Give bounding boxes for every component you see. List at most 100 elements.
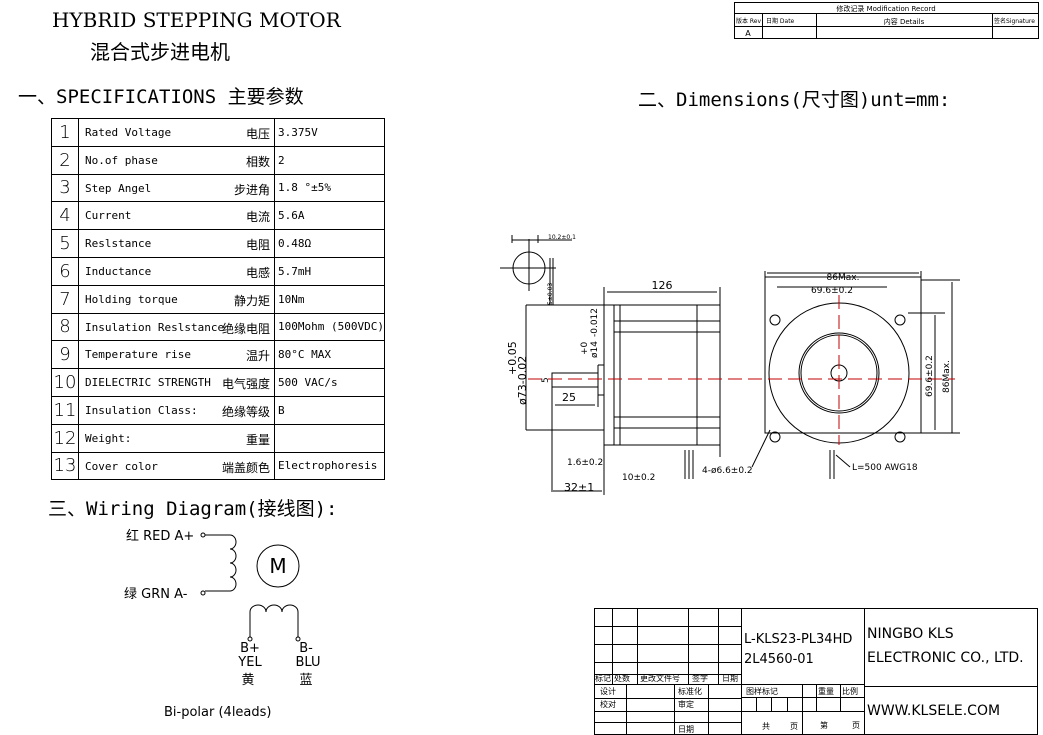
website: WWW.KLSELE.COM [867, 703, 1000, 719]
dim-hole-pitch: 69.6±0.2 [811, 286, 853, 296]
spec-label-en: DIELECTRIC STRENGTH [85, 376, 211, 390]
spec-value: 5.7mH [274, 256, 385, 286]
spec-label-cn: 绝缘等级 [221, 404, 270, 419]
spec-label-cn: 电压 [245, 127, 270, 141]
col-signature: 签名Signature [994, 17, 1035, 25]
col-date: 日期 Date [766, 17, 795, 25]
tb-check: 校对 [600, 699, 616, 709]
spec-label-cn: 端盖颜色 [221, 460, 270, 475]
lead-bplus: B+ [240, 641, 260, 656]
spec-number: 9 [51, 340, 79, 370]
spec-value: 1.8 °±5% [274, 173, 385, 203]
spec-label-en: Step Angel [85, 181, 152, 195]
tb-std: 标准化 [678, 686, 702, 696]
spec-number: 11 [51, 395, 79, 425]
col-details: 内容 Details [884, 17, 925, 26]
tb-weight: 重量 [818, 686, 834, 696]
dim-lead: L=500 AWG18 [852, 463, 918, 473]
spec-label-en: Cover color [85, 459, 158, 473]
spec-value: B [274, 395, 385, 425]
coil-b [249, 604, 299, 637]
title-block: 标记 处数 更改文件号 签字 日期 设计 标准化 校对 审定 日期 图样标记 重… [594, 608, 1038, 735]
company-name-2: ELECTRONIC CO., LTD. [867, 650, 1024, 666]
spec-value: 5.6A [274, 201, 385, 231]
modification-record: 修改记录 Modification Record 版本 Rev 日期 Date … [734, 2, 1039, 39]
part-number: L-KLS23-PL34HD [744, 632, 852, 647]
front-flange [764, 276, 922, 434]
tb-design: 设计 [600, 686, 616, 696]
dim-shaft-tol-bot: -0.012 [590, 308, 600, 337]
spec-number: 8 [51, 312, 79, 342]
dim-key-depth: 5±0.03 [547, 283, 554, 305]
spec-number: 3 [51, 173, 79, 203]
spec-number: 7 [51, 284, 79, 314]
lead-bminus: B- [299, 641, 313, 656]
spec-number: 1 [51, 118, 79, 147]
dim-pilot-tol: +0.05 [506, 341, 519, 375]
dim-shaft-dia: ø14 [590, 341, 600, 358]
motor-label: M [269, 554, 286, 578]
spec-value [274, 423, 385, 453]
dim-length: 126 [652, 279, 673, 292]
spec-label-en: Reslstance [85, 237, 152, 251]
dim-holes: 4-ø6.6±0.2 [702, 466, 753, 476]
dim-width-max: 86Max. [827, 273, 860, 283]
spec-value: 100Mohm (500VDC) [274, 312, 385, 342]
spec-label-en: Temperature rise [85, 348, 191, 362]
tb-total: 共 [762, 722, 770, 731]
spec-label-cn: 电阻 [245, 238, 270, 253]
spec-label-en: Current [85, 209, 132, 223]
spec-label-cn: 相数 [245, 154, 270, 169]
spec-label-cn: 温升 [245, 349, 270, 364]
dim-boss: 10±0.2 [622, 473, 655, 483]
wiring-caption: Bi-polar (4leads) [164, 705, 272, 720]
rev-value: A [745, 29, 751, 38]
dim-flat: 5 [541, 377, 551, 383]
spec-label: Weight:重量 [78, 423, 275, 453]
tb-count: 处数 [614, 673, 630, 683]
tb-date2: 日期 [678, 725, 694, 734]
dimension-drawing: 10.2±0.1 5±0.03 126 +0 -0.012 ø14 +0.05 … [500, 234, 960, 495]
spec-value: 10Nm [274, 284, 385, 314]
spec-value: 3.375V [274, 118, 385, 147]
tb-audit: 审定 [678, 699, 694, 709]
wiring-heading: 三、Wiring Diagram(接线图): [48, 498, 338, 520]
spec-label: Reslstance 电阻 [78, 229, 275, 258]
coil-a [205, 534, 237, 592]
lead-grn: 绿 GRN A- [124, 587, 188, 602]
tb-page2: 页 [852, 721, 860, 730]
col-rev: 版本 Rev [736, 17, 761, 25]
dim-shaft-len: 25 [562, 391, 576, 404]
spec-label-cn: 重量 [245, 432, 270, 447]
spec-label: Temperature rise 温升 [78, 340, 275, 370]
tb-drawing-mark: 图样标记 [746, 686, 778, 696]
spec-value: 500 VAC/s [274, 368, 385, 397]
title-en: HYBRID STEPPING MOTOR [52, 8, 341, 32]
lead-red: 红 RED A+ [126, 528, 194, 544]
tb-mark: 标记 [595, 673, 611, 683]
spec-number: 12 [51, 423, 79, 453]
dim-shaft-tol-top: +0 [580, 341, 590, 355]
tb-sign: 签字 [692, 673, 708, 683]
tb-page: 页 [790, 722, 798, 731]
spec-label-cn: 电气强度 [221, 377, 270, 392]
dim-pilot: ø73-0.02 [516, 356, 529, 405]
spec-label-en: Inductance [85, 264, 152, 278]
